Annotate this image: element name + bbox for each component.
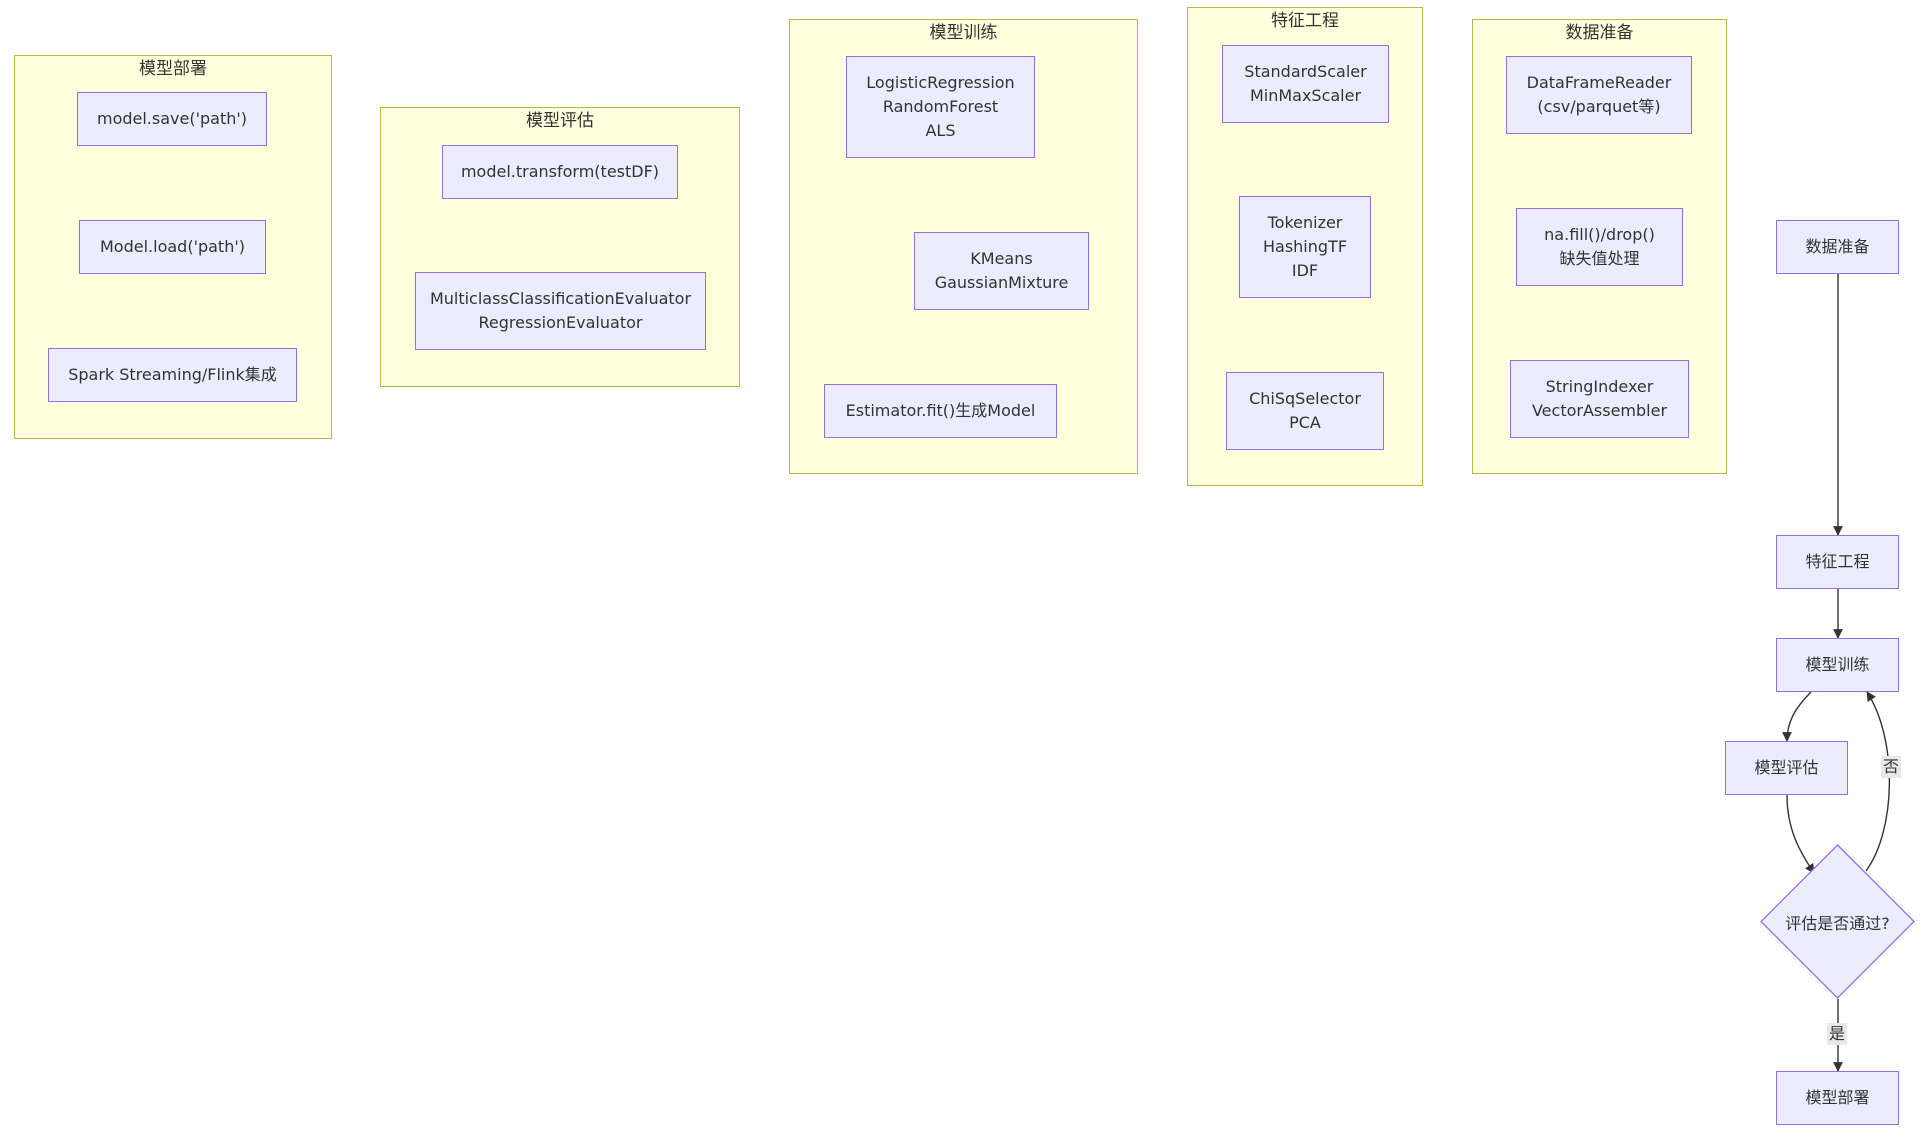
node-label-line: RandomForest	[882, 97, 999, 116]
node-label-line: HashingTF	[1262, 237, 1348, 256]
node-label-line: Estimator.fit()生成Model	[845, 401, 1036, 420]
node-label-line: MinMaxScaler	[1249, 86, 1362, 105]
cluster-title: 模型评估	[526, 111, 594, 131]
cluster-title: 数据准备	[1565, 23, 1634, 43]
cluster-title: 模型部署	[139, 59, 207, 79]
node-missing-values[interactable]: na.fill()/drop() 缺失值处理	[1516, 208, 1683, 286]
node-label-line: LogisticRegression	[866, 73, 1015, 92]
node-label-line: 数据准备	[1805, 237, 1870, 256]
flow-model-deploy[interactable]: 模型部署	[1776, 1071, 1899, 1125]
node-label-line: ChiSqSelector	[1249, 389, 1361, 408]
node-label-line: 模型部署	[1805, 1088, 1870, 1107]
node-label-line: model.save('path')	[96, 109, 247, 128]
node-label-line: 缺失值处理	[1559, 249, 1640, 268]
node-estimator-fit[interactable]: Estimator.fit()生成Model	[824, 384, 1057, 438]
cluster-title: 模型训练	[929, 23, 998, 43]
decision-diamond-shape	[1760, 844, 1915, 999]
cluster-title: 特征工程	[1271, 11, 1339, 31]
flow-model-train[interactable]: 模型训练	[1776, 638, 1899, 692]
node-label-line: 模型评估	[1754, 758, 1819, 777]
node-label-line: IDF	[1291, 261, 1319, 280]
flow-decision[interactable]: 评估是否通过?	[1760, 844, 1915, 999]
decision-label: 评估是否通过?	[1785, 913, 1890, 933]
node-label-line: model.transform(testDF)	[460, 162, 660, 181]
edge-label-no: 否	[1881, 756, 1902, 778]
node-label-line: 特征工程	[1805, 552, 1870, 571]
node-model-load[interactable]: Model.load('path')	[79, 220, 266, 274]
node-label-line: GaussianMixture	[934, 273, 1069, 292]
flow-data-prep[interactable]: 数据准备	[1776, 220, 1899, 274]
node-label-line: Model.load('path')	[100, 237, 245, 256]
node-label-line: KMeans	[970, 249, 1033, 268]
node-label-line: StringIndexer	[1545, 377, 1654, 396]
node-label-line: DataFrameReader	[1526, 73, 1672, 92]
node-label-line: ALS	[925, 121, 956, 140]
node-label-line: 模型训练	[1805, 655, 1870, 674]
node-label-line: PCA	[1289, 413, 1321, 432]
node-label-line: (csv/parquet等)	[1537, 97, 1661, 116]
edge-decision-to-train-no	[1865, 691, 1891, 872]
flow-model-eval[interactable]: 模型评估	[1725, 741, 1848, 795]
flow-feature-eng[interactable]: 特征工程	[1776, 535, 1899, 589]
node-streaming-integration[interactable]: Spark Streaming/Flink集成	[48, 348, 297, 402]
node-model-transform[interactable]: model.transform(testDF)	[442, 145, 678, 199]
node-label-line: MulticlassClassificationEvaluator	[429, 289, 692, 308]
node-label-line: VectorAssembler	[1531, 401, 1668, 420]
node-label-line: StandardScaler	[1244, 62, 1367, 81]
edge-label-yes: 是	[1827, 1023, 1848, 1045]
node-label-line: RegressionEvaluator	[478, 313, 643, 332]
node-model-save[interactable]: model.save('path')	[77, 92, 267, 146]
node-dataframe-reader[interactable]: DataFrameReader (csv/parquet等)	[1506, 56, 1692, 134]
edge-train-to-eval	[1782, 691, 1812, 742]
node-label-line: Spark Streaming/Flink集成	[68, 365, 277, 384]
edge-eval-to-decision	[1786, 794, 1815, 874]
node-label-line: Tokenizer	[1267, 213, 1343, 232]
node-label-line: na.fill()/drop()	[1544, 225, 1655, 244]
